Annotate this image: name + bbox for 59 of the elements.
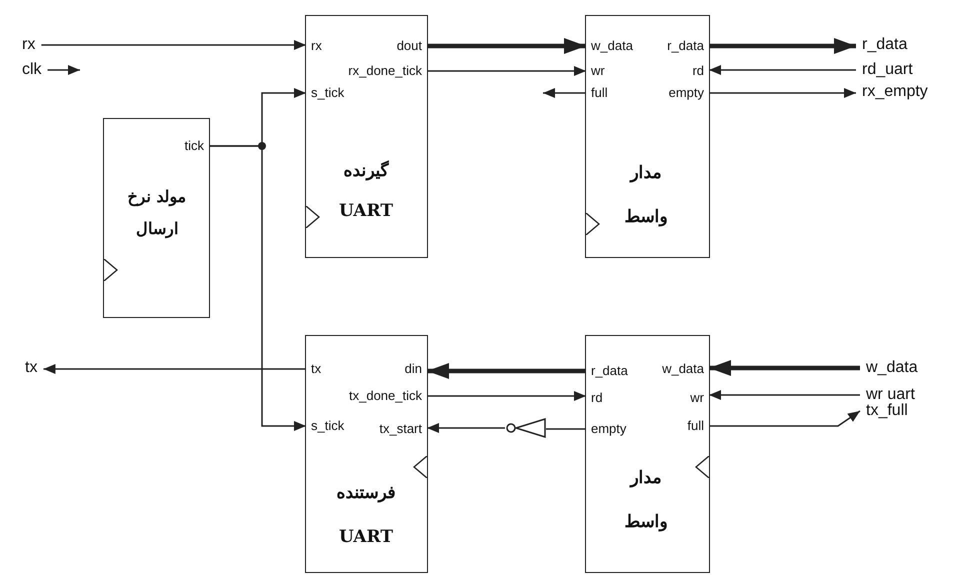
arrow bbox=[427, 363, 586, 379]
block-box bbox=[585, 15, 710, 258]
port-label: tick bbox=[184, 138, 209, 154]
signal-label: r_data bbox=[862, 36, 908, 54]
signal-label: w_data bbox=[866, 359, 918, 377]
port-label: wr bbox=[586, 63, 605, 79]
port-label: wr bbox=[690, 390, 709, 406]
block-title: مدار واسط bbox=[624, 467, 668, 534]
port-label: empty bbox=[586, 421, 626, 437]
port-label: rx bbox=[306, 38, 322, 54]
arrow bbox=[427, 391, 586, 401]
arrow bbox=[41, 40, 306, 50]
block-title: فرستنده UART bbox=[336, 482, 396, 549]
port-label: tx_start bbox=[379, 421, 427, 437]
arrow bbox=[43, 364, 306, 374]
port-label: tx bbox=[306, 361, 322, 377]
port-label: r_data bbox=[586, 363, 628, 379]
arrow bbox=[709, 38, 856, 54]
block-box bbox=[103, 118, 210, 318]
signal-label: tx bbox=[25, 359, 38, 377]
block-box bbox=[585, 335, 710, 573]
arrow bbox=[48, 65, 80, 75]
block-box bbox=[305, 335, 428, 573]
signal-label: rx_empty bbox=[862, 83, 928, 101]
port-label: rd bbox=[586, 390, 603, 406]
arrow bbox=[543, 88, 586, 98]
port-label: rx_done_tick bbox=[348, 63, 427, 79]
signal-label: rd_uart bbox=[862, 61, 913, 79]
block-box bbox=[305, 15, 428, 258]
arrow bbox=[709, 390, 860, 400]
signal-label: clk bbox=[22, 61, 42, 79]
inverter-gate bbox=[505, 418, 546, 438]
port-label: s_tick bbox=[306, 85, 344, 101]
arrow bbox=[427, 66, 586, 76]
port-label: empty bbox=[668, 85, 709, 101]
port-label: tx_done_tick bbox=[349, 388, 427, 404]
block-title: مولد نرخ ارسال bbox=[126, 186, 188, 240]
signal-label: rx bbox=[22, 36, 36, 54]
port-label: w_data bbox=[586, 38, 633, 54]
arrow bbox=[709, 360, 860, 376]
arrow bbox=[209, 145, 306, 431]
signal-label: wr uart bbox=[866, 386, 915, 404]
port-label: dout bbox=[396, 38, 427, 54]
port-label: full bbox=[687, 418, 709, 434]
port-label: w_data bbox=[662, 361, 709, 377]
signal-label: tx_full bbox=[866, 402, 908, 420]
connector-line bbox=[546, 428, 586, 430]
arrow bbox=[427, 38, 586, 54]
port-label: s_tick bbox=[306, 418, 344, 434]
arrow bbox=[709, 88, 856, 98]
port-label: din bbox=[404, 361, 427, 377]
arrow bbox=[427, 423, 505, 433]
arrow bbox=[709, 65, 856, 75]
arrow bbox=[709, 410, 860, 427]
port-label: rd bbox=[692, 63, 709, 79]
port-label: full bbox=[586, 85, 608, 101]
port-label: r_data bbox=[667, 38, 709, 54]
block-title: گیرنده UART bbox=[338, 159, 394, 223]
block-title: مدار واسط bbox=[624, 162, 668, 229]
